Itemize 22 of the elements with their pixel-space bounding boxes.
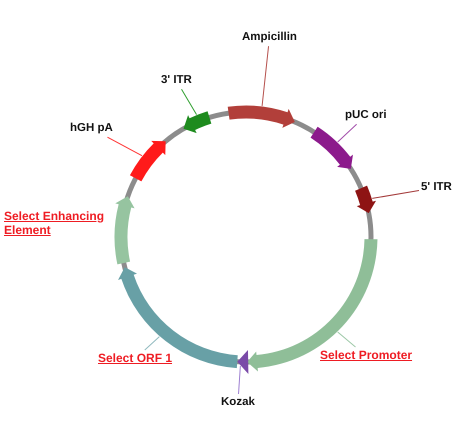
feature-label: 3' ITR (161, 74, 192, 88)
leader-line (144, 336, 160, 350)
leader-line (106, 136, 142, 156)
feature-link: Select Promoter (320, 349, 412, 363)
feature-label: pUC ori (345, 109, 387, 122)
leader-line (181, 88, 198, 116)
feature-label: Ampicillin (242, 31, 297, 44)
feature-label: Kozak (221, 396, 255, 410)
leader-line (262, 46, 270, 106)
leader-line (238, 365, 241, 394)
gene-segment (184, 111, 212, 134)
leader-line (372, 190, 420, 199)
gene-segment (130, 140, 166, 182)
gene-segment (228, 106, 295, 128)
feature-label: 5' ITR (421, 181, 452, 194)
leader-line (337, 331, 356, 348)
feature-link: Select ORF 1 (98, 352, 172, 366)
feature-label: hGH pA (70, 122, 113, 136)
gene-segment (310, 126, 353, 169)
gene-segment (355, 186, 376, 214)
feature-link: Select Enhancing Element (4, 210, 106, 238)
leader-line (337, 124, 358, 143)
